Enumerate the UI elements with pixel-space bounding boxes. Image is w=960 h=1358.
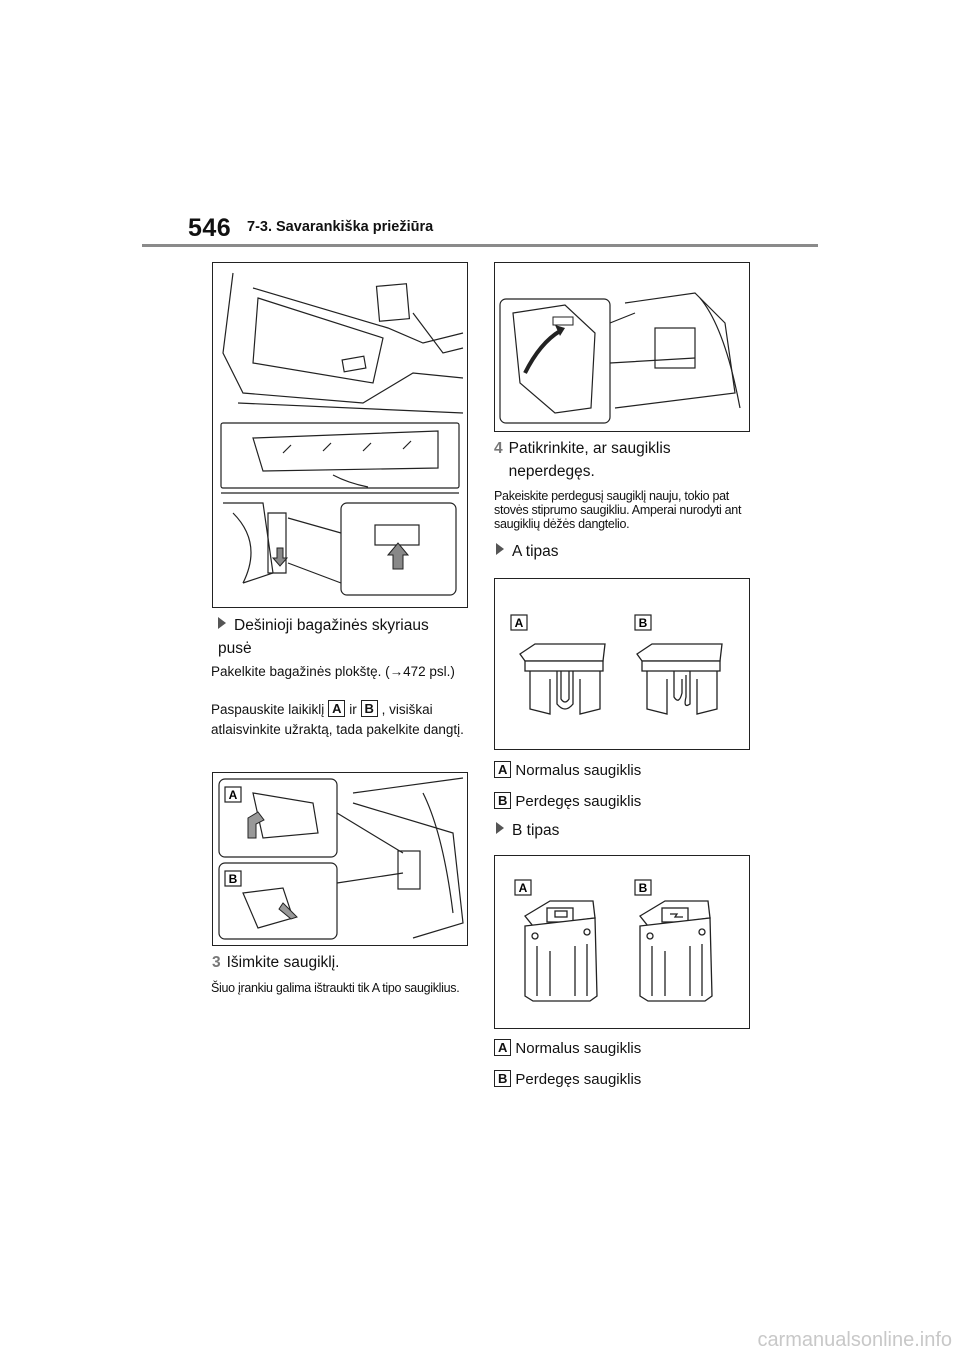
type-b-fuses-illustration: A B xyxy=(514,879,713,1002)
fig5-label-b: B xyxy=(639,881,648,895)
figure-type-a-fuses: A B xyxy=(494,578,750,750)
figure-panel-removal xyxy=(212,262,468,608)
watermark: carmanualsonline.info xyxy=(757,1329,952,1351)
figure-fuse-box-location: A B xyxy=(212,772,468,946)
heading-type-a: A tipas xyxy=(496,540,750,563)
fig4-label-a: A xyxy=(515,616,524,630)
fig4-label-b: B xyxy=(639,616,648,630)
blown-fuse-a-icon xyxy=(636,643,723,715)
triangle-bullet-icon xyxy=(496,822,504,834)
label-b: B xyxy=(494,1070,512,1087)
header-divider xyxy=(142,244,818,247)
para-lift-panel: Pakelkite bagažinės plokštę. (→472 psl.) xyxy=(211,664,455,679)
blown-fuse-b-icon xyxy=(639,900,713,1002)
heading-type-b: B tipas xyxy=(496,819,750,842)
label-a: A xyxy=(328,700,346,717)
fuse-puller-illustration xyxy=(499,292,741,424)
page-number: 546 xyxy=(188,214,232,242)
section-title: 7-3. Savarankiška priežiūra xyxy=(247,219,434,235)
panel-removal-illustration xyxy=(220,272,464,596)
label-b: B xyxy=(360,700,378,717)
triangle-bullet-icon xyxy=(496,543,504,555)
step-3-note: Šiuo įrankiu galima ištraukti tik A tipo… xyxy=(211,981,460,995)
label-a: A xyxy=(494,761,512,778)
step-4-note: Pakeiskite perdegusį saugiklį nauju, tok… xyxy=(494,489,742,531)
fig2-label-b: B xyxy=(229,872,238,886)
label-b: B xyxy=(494,792,512,809)
figure-type-b-fuses: A B xyxy=(494,855,750,1029)
normal-fuse-b-icon xyxy=(524,900,598,1002)
heading-right-side: Dešinioji bagažinės skyriaus pusė xyxy=(218,617,429,657)
fig2-label-a: A xyxy=(229,788,238,802)
para-press-holder: Paspauskite laikiklį A ir B , visiškai a… xyxy=(211,700,464,737)
step-4: 4 Patikrinkite, ar saugiklis neperdegęs. xyxy=(494,440,671,480)
type-a-fuses-illustration: A B xyxy=(510,614,723,715)
fig5-label-a: A xyxy=(519,881,528,895)
normal-fuse-a-icon xyxy=(519,643,606,715)
label-a: A xyxy=(494,1039,512,1056)
figure-fuse-puller xyxy=(494,262,750,432)
fuse-box-location-illustration: A B xyxy=(218,777,464,940)
triangle-bullet-icon xyxy=(218,617,226,629)
